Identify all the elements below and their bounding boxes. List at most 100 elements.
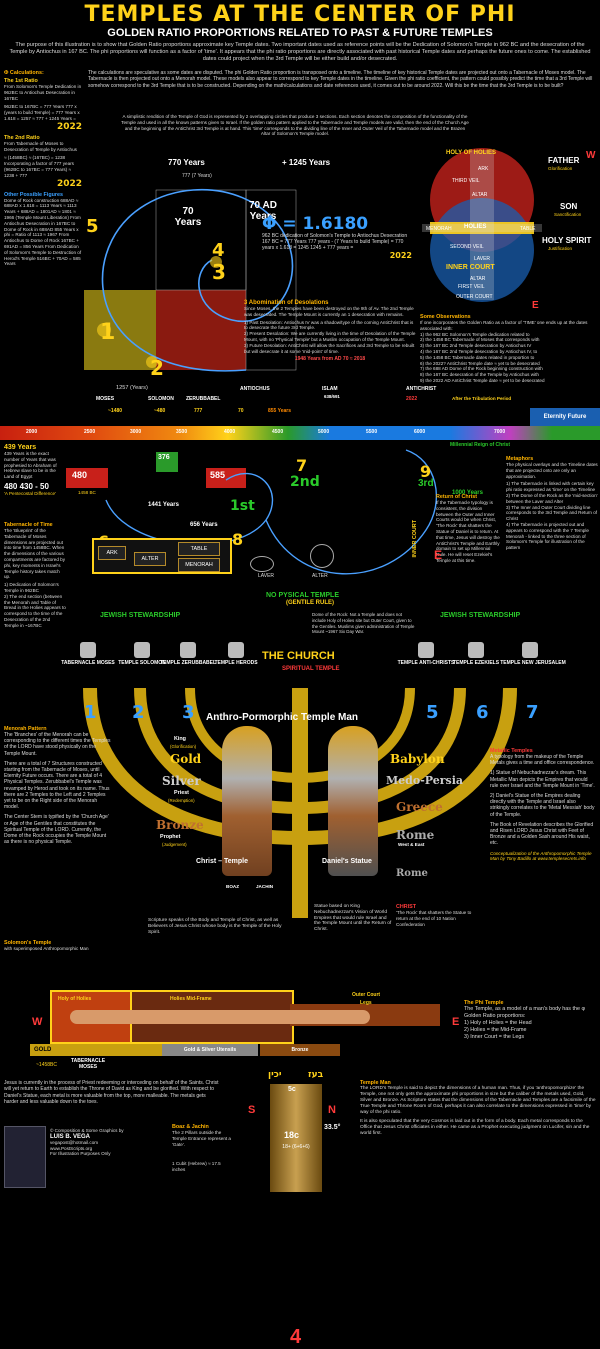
- observation-item-7: 7) the 688 AD Dome of the Rock beginning…: [420, 366, 543, 372]
- solomons-sub: with superimposed Anthropomorphic Man: [4, 946, 89, 951]
- spiral-number-2: 2: [150, 356, 164, 380]
- the-church: THE CHURCH: [262, 650, 335, 662]
- observation-item-1: 1) the 962 BC Solomon's Temple dedicatio…: [420, 331, 530, 337]
- observation-item-8: 8) the 167 BC desecration of the Temple …: [420, 372, 539, 378]
- sol-west: W: [32, 1016, 43, 1028]
- tabernacle-text: The 'Blueprint' of the Tabernacle of Mos…: [4, 528, 66, 580]
- boaz-jachin-panel: Boaz & Jachin The 2 Pillars outside the …: [172, 1124, 232, 1173]
- label-daniels-statue: Daniel's Statue: [322, 858, 372, 865]
- ratio2-text: From Tabernacle of Moses to Desecration …: [4, 140, 77, 152]
- years-439-note: 439 Years is the exact number of Years t…: [4, 451, 57, 480]
- temple-circles-diagram: [422, 148, 542, 302]
- christ-rock-heading: CHRIST: [396, 904, 417, 910]
- scripture-note: Scripture speaks of the Body and Temple …: [148, 918, 282, 935]
- label-greece: Greece: [396, 800, 443, 814]
- jewish-stewardship-right: JEWISH STEWARDSHIP: [440, 612, 521, 619]
- label-christ-temple: Christ – Temple: [196, 858, 248, 865]
- jewish-stewardship-left: JEWISH STEWARDSHIP: [100, 612, 181, 619]
- jesus-note: Jesus is currently in the process of Pri…: [4, 1080, 219, 1106]
- menorah-num-6: 6: [476, 702, 489, 723]
- metaphors-heading: Metaphors: [506, 456, 534, 462]
- abomination-panel: 3 Abomination of Desolations Since Moses…: [244, 300, 416, 362]
- spiral-number-5: 5: [86, 216, 99, 237]
- spiral-marker-1: [97, 323, 111, 337]
- tabernacle-alter: ALTER: [134, 552, 166, 566]
- pillar-sum: 18+ (6+6+6): [282, 1144, 310, 1150]
- era-islam-range: 638/691: [324, 394, 340, 399]
- era-years-70: 70: [238, 408, 244, 414]
- temple-east: E: [532, 300, 539, 311]
- credits-panel: © Composition & Some Graphics by LUIS B.…: [50, 1128, 150, 1157]
- no-physical-temple: NO PYSICAL TEMPLE: [266, 592, 339, 599]
- lamp-temple-icon-7: [522, 642, 538, 658]
- hebrew-jachin: יכין: [268, 1070, 282, 1080]
- third-temple-marker: 3rd: [418, 478, 434, 489]
- ratio1-result: 2022: [56, 121, 82, 132]
- ratio1-text: From Solomon's Temple Dedication in 962B…: [4, 84, 82, 101]
- label-king-sub: (Glorification): [170, 744, 197, 749]
- label-boaz: BOAZ: [226, 884, 240, 889]
- abomination-range: 1948 Years from AD 70 ≈: [294, 356, 353, 363]
- metaphors-panel: Metaphors The physical overlays and the …: [506, 456, 598, 551]
- sol-tabernacle-moses: TABERNACLE MOSES: [70, 1058, 106, 1070]
- label-priest-sub: (Redemption): [168, 798, 195, 803]
- label-babylon: Babylon: [390, 752, 445, 766]
- box-480: [66, 468, 108, 488]
- temple-outer-court: OUTER COURT: [456, 294, 493, 300]
- solomons-panel: Solomon's Temple with superimposed Anthr…: [4, 940, 104, 952]
- abomination-item-3: 3) Future Desolation: AntiChrist will al…: [244, 342, 415, 354]
- era-moses: MOSES: [96, 396, 115, 402]
- spiral2-curve: [105, 473, 273, 546]
- temple-holies-band: [430, 222, 534, 234]
- pentecost-note: 'A Pentecostal Difference': [4, 490, 56, 496]
- sol-label-outer: Outer Court: [352, 992, 381, 998]
- temple-spirit-sub: Justification: [548, 246, 573, 251]
- label-silver: Silver: [162, 774, 201, 788]
- ratio2-heading: The 2nd Ratio: [4, 134, 40, 141]
- phi-temple-heading: The Phi Temple: [464, 1000, 504, 1006]
- observation-item-2: 2) the 1458 BC Tabernacle of Moses that …: [420, 337, 540, 343]
- metaphors-text: The physical overlays and the Timeline d…: [506, 462, 598, 479]
- era-antiochus: ANTIOCHUS: [240, 386, 270, 392]
- metaphor-item-2: 2) The Dome of the Rock as the 'mid-sect…: [506, 492, 598, 504]
- lamp-label-5: TEMPLE ANTI-CHRISTS: [397, 660, 455, 666]
- metaphor-item-1: 1) The Tabernacle is linked with certain…: [506, 481, 596, 493]
- era-years-777: 777: [194, 408, 203, 414]
- phi-temple-item-2: 2) Holies = the Mid-Frame: [464, 1027, 527, 1033]
- christ-figure: [222, 726, 272, 876]
- lamp-label-3: TEMPLE ZERUBBABEL: [159, 660, 217, 666]
- spiral-770-years: 770 Years: [168, 158, 205, 167]
- tabernacle-laver: LAVER: [258, 573, 275, 579]
- abomination-item-2: 2) Present Desolation: We are currently …: [244, 331, 416, 342]
- temple-man-text-2: It is also speculated that the very Cosm…: [360, 1119, 590, 1136]
- temple-man-title: Anthro-Pormorphic Temple Man: [206, 712, 359, 723]
- years-656: 656 Years: [190, 522, 218, 528]
- temple-holy-spirit: HOLY SPIRIT: [542, 236, 592, 245]
- alter-shape: [310, 544, 334, 568]
- observation-item-9: 9) the 2022 AD AntiChrist Temple date ≈ …: [420, 377, 545, 383]
- spiral-777-years: 777 (7 Years): [182, 173, 212, 179]
- box-585-label: 585: [210, 470, 226, 480]
- timeline-year-5000: 5000: [318, 429, 330, 435]
- marker-7: 7: [296, 456, 308, 475]
- temple-laver: LAVER: [474, 256, 491, 262]
- temple-second-veil: SECOND VEIL: [450, 244, 484, 250]
- phi-symbol: Φ = 1.6180: [262, 214, 369, 234]
- metallic-panel: Metallic Temples A typology from the mak…: [490, 748, 596, 862]
- abomination-text: Since Moses, the 2 Temples have been des…: [244, 306, 414, 317]
- menorah-num-1: 1: [84, 702, 97, 723]
- marker-2nd: 2nd: [290, 474, 320, 490]
- page-subtitle: GOLDEN RATIO PROPORTIONS RELATED TO PAST…: [107, 27, 493, 39]
- ratio1-calc: 962BC to 167BC = 777 Years 777 x (years …: [4, 104, 80, 121]
- tabernacle-alter-outer: ALTER: [312, 573, 328, 579]
- metallic-concept: Conceptualization of the Anthropomorphic…: [490, 850, 592, 862]
- marker-1st: 1st: [230, 498, 255, 514]
- temple-holy-of-holies: HOLY OF HOLIES: [446, 150, 497, 156]
- observation-item-4: 4) the 167 BC 2nd Temple desecration by …: [420, 348, 538, 354]
- solomons-temple-graphic: [50, 990, 450, 1050]
- tabernacle-ark: ARK: [98, 546, 126, 560]
- ratio1-heading: The 1st Ratio: [4, 78, 38, 84]
- marker-9: 9: [420, 462, 432, 481]
- temple-father-sub: Glorification: [548, 166, 573, 171]
- explain-text: The calculations are speculative as some…: [88, 70, 593, 89]
